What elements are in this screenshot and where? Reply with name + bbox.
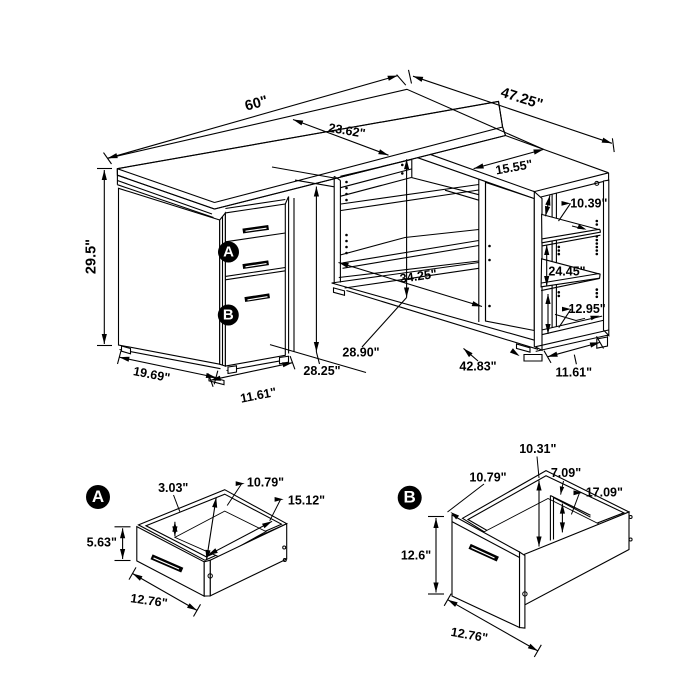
svg-text:23.62": 23.62" <box>327 121 366 141</box>
svg-text:B: B <box>404 488 416 507</box>
svg-text:28.25": 28.25" <box>303 364 340 378</box>
svg-text:28.90": 28.90" <box>342 346 379 360</box>
svg-text:11.61": 11.61" <box>556 366 593 380</box>
svg-text:5.63": 5.63" <box>87 536 117 550</box>
svg-text:12.6": 12.6" <box>401 548 431 562</box>
svg-text:10.39": 10.39" <box>570 197 607 211</box>
svg-text:A: A <box>92 487 104 506</box>
svg-text:42.83": 42.83" <box>459 359 496 373</box>
svg-text:10.31": 10.31" <box>519 442 556 456</box>
svg-text:24.45": 24.45" <box>548 264 585 278</box>
svg-text:10.79": 10.79" <box>247 475 284 489</box>
svg-text:A: A <box>223 243 234 260</box>
svg-text:B: B <box>223 306 234 323</box>
svg-text:19.69": 19.69" <box>132 364 171 385</box>
svg-text:15.55": 15.55" <box>495 157 534 177</box>
svg-text:12.76": 12.76" <box>130 591 169 610</box>
svg-text:29.5": 29.5" <box>83 239 99 274</box>
svg-text:12.95": 12.95" <box>568 302 605 316</box>
svg-text:10.79": 10.79" <box>469 471 506 485</box>
svg-text:12.76": 12.76" <box>450 625 489 645</box>
svg-text:7.09": 7.09" <box>551 466 581 480</box>
svg-text:34.25": 34.25" <box>399 267 438 286</box>
svg-text:17.09": 17.09" <box>586 485 623 499</box>
svg-text:11.61": 11.61" <box>239 385 278 406</box>
svg-text:60": 60" <box>243 93 269 115</box>
svg-text:3.03": 3.03" <box>158 481 188 495</box>
svg-text:15.12": 15.12" <box>288 493 325 507</box>
